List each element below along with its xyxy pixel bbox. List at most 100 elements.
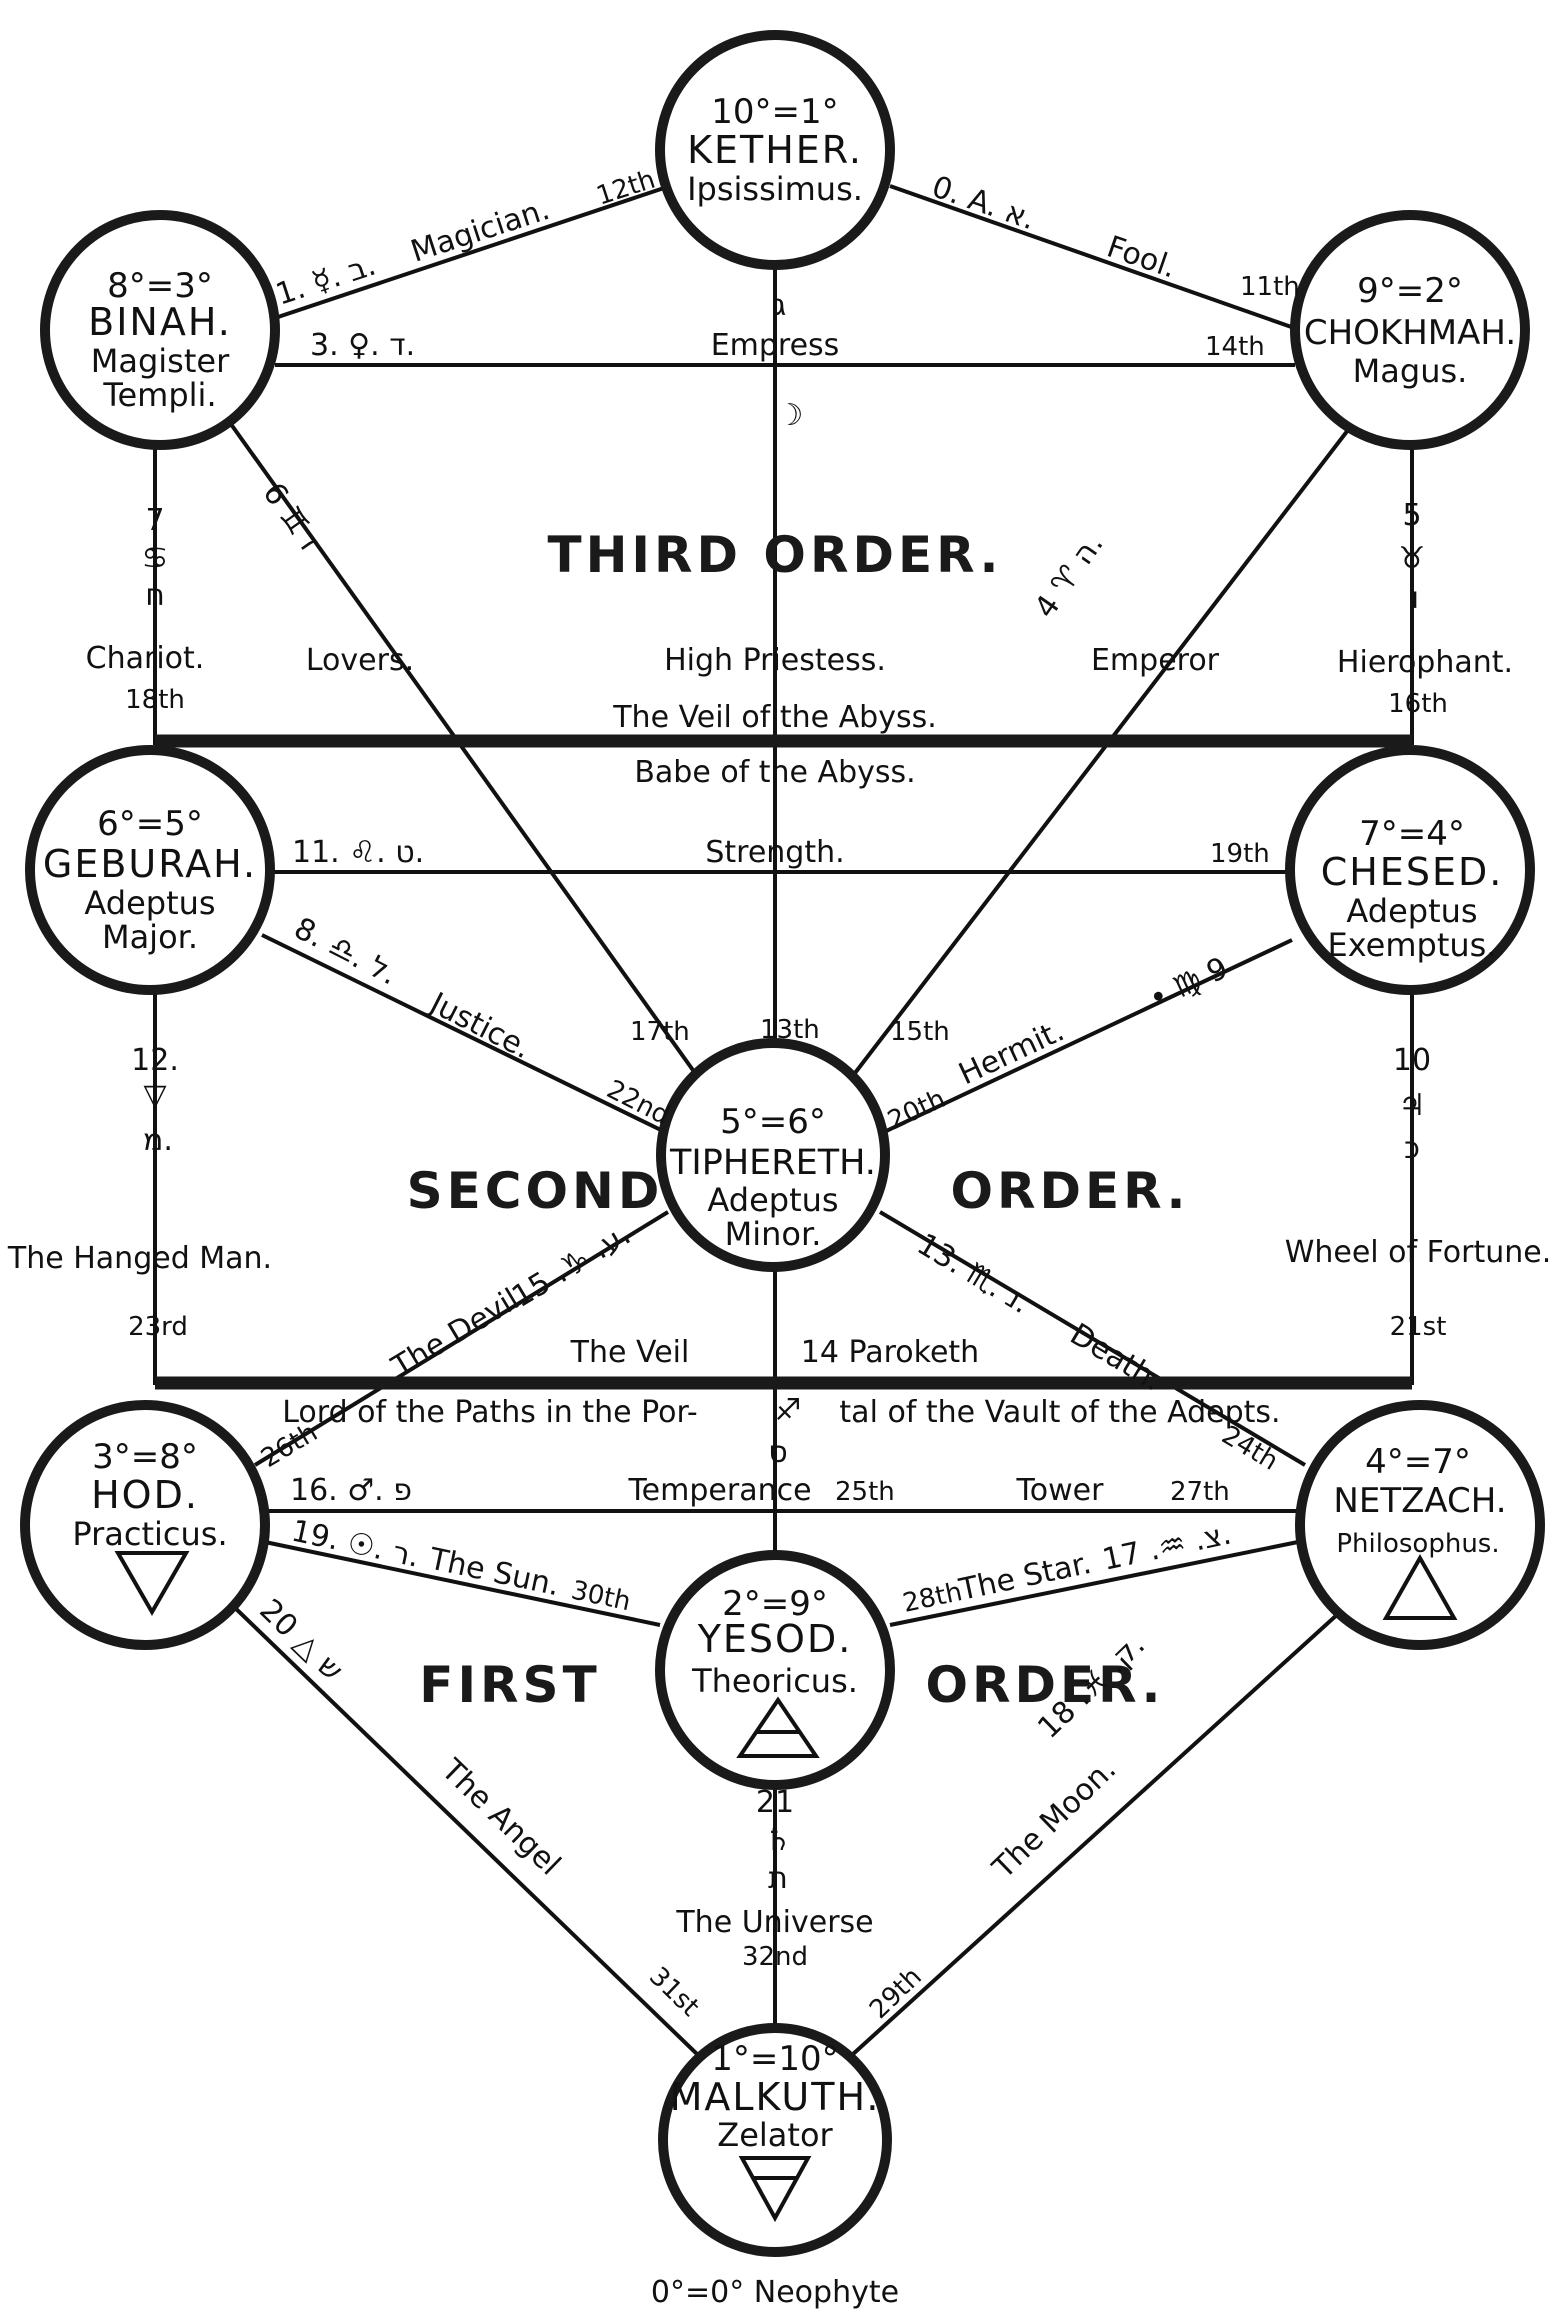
jupiter-icon: ♃ [1399, 1088, 1426, 1123]
netzach-title: Philosophus. [1336, 1529, 1499, 1559]
path-magician [274, 184, 671, 320]
chokhmah-name: CHOKHMAH. [1304, 313, 1516, 353]
devil-card: The Devil. [385, 1277, 533, 1385]
chariot-number: 18th [125, 685, 185, 715]
sephira-tiphereth[interactable]: 5°=6° TIPHERETH. Adeptus Minor. [656, 1038, 890, 1272]
geburah-name: GEBURAH. [43, 842, 257, 886]
saturn-icon: ♄ [765, 1823, 792, 1858]
chokhmah-grade: 9°=2° [1357, 271, 1463, 311]
strength-card: Strength. [705, 835, 844, 870]
sephira-kether[interactable]: 10°=1° KETHER. Ipsissimus. [655, 30, 895, 270]
tiphereth-circle [656, 1038, 890, 1272]
second-order-heading-right: ORDER. [950, 1162, 1189, 1220]
empress-card: Empress [711, 328, 840, 363]
hierophant-card: Hierophant. [1337, 645, 1513, 680]
wheel-glyph-3: כ [1404, 1131, 1420, 1166]
fool-card: Fool. [1102, 229, 1180, 285]
wheel-card: Wheel of Fortune. [1285, 1235, 1552, 1270]
sephira-malkuth[interactable]: 1°=10° MALKUTH. Zelator [658, 2023, 892, 2257]
taurus-icon: ♉ [1399, 541, 1426, 576]
chesed-name: CHESED. [1321, 850, 1504, 894]
malkuth-grade: 1°=10° [711, 2039, 838, 2079]
yesod-name: YESOD. [697, 1617, 853, 1661]
hermit-card: Hermit. [954, 1013, 1070, 1092]
sun-number: 30th [569, 1576, 634, 1618]
kether-circle [655, 30, 895, 270]
path-fool [889, 184, 1301, 332]
chesed-grade: 7°=4° [1359, 814, 1465, 854]
moon-card: The Moon. [986, 1752, 1124, 1887]
malkuth-circle [658, 2023, 892, 2257]
hierophant-glyph-1: 5 [1402, 498, 1421, 533]
sagittarius-icon: ♐ [775, 1393, 802, 1428]
sephira-yesod[interactable]: 2°=9° YESOD. Theoricus. [655, 1550, 895, 1790]
tiphereth-grade: 5°=6° [720, 1102, 826, 1142]
geburah-title-1: Adeptus [84, 884, 215, 922]
emperor-number: 15th [890, 1017, 950, 1047]
tiphereth-name: TIPHERETH. [669, 1143, 876, 1183]
empress-attrib: 3. ♀. ד. [310, 328, 415, 363]
magician-card: Magician. [407, 192, 554, 270]
binah-title-1: Magister [91, 342, 230, 380]
high-priestess-number: 13th [760, 1015, 820, 1045]
high-priestess-card: High Priestess. [664, 643, 886, 678]
third-order-heading: THIRD ORDER. [547, 526, 1002, 584]
veil-abyss-label: The Veil of the Abyss. [612, 700, 937, 735]
universe-card: The Universe [675, 1905, 873, 1940]
veil-label: The Veil [570, 1335, 690, 1370]
netzach-grade: 4°=7° [1365, 1442, 1471, 1482]
hod-name: HOD. [91, 1473, 199, 1517]
hermit-number: 20th [883, 1084, 950, 1136]
first-order-heading-right: ORDER. [925, 1656, 1164, 1714]
wheel-glyph-1: 10 [1393, 1043, 1431, 1078]
paths-layer [153, 184, 1414, 2057]
binah-name: BINAH. [88, 300, 232, 344]
kether-name: KETHER. [687, 128, 863, 172]
chariot-glyph-3: ח [145, 578, 165, 613]
geburah-grade: 6°=5° [97, 804, 203, 844]
hierophant-glyph-3: ו [1411, 581, 1419, 616]
temperance-number: 25th [835, 1477, 895, 1507]
earth-triangle-icon [738, 2156, 812, 2223]
water-triangle-glyph-icon: ▽ [143, 1078, 166, 1113]
chokhmah-circle [1290, 210, 1530, 450]
path-sun [264, 1540, 661, 1627]
hanged-man-card: The Hanged Man. [7, 1241, 272, 1276]
second-order-heading-left: SECOND [407, 1162, 664, 1220]
universe-number: 32nd [742, 1942, 808, 1972]
hod-title: Practicus. [72, 1515, 227, 1553]
lovers-number: 17th [630, 1017, 690, 1047]
sephira-netzach[interactable]: 4°=7° NETZACH. Philosophus. [1295, 1400, 1545, 1650]
path-death [878, 1210, 1307, 1467]
emperor-card: Emperor [1091, 643, 1220, 678]
strength-attrib: 11. ♌. ט. [292, 835, 424, 870]
portal-label-left: Lord of the Paths in the Por- [282, 1395, 698, 1430]
sephira-geburah[interactable]: 6°=5° GEBURAH. Adeptus Major. [25, 745, 275, 995]
path-justice [261, 933, 668, 1135]
hod-circle [20, 1400, 270, 1650]
death-attrib: 13. ♏. נ. [911, 1227, 1036, 1321]
air-triangle-icon [736, 1696, 820, 1758]
path-devil [253, 1210, 670, 1467]
kether-title: Ipsissimus. [687, 170, 863, 208]
sephira-chesed[interactable]: 7°=4° CHESED. Adeptus Exemptus. [1285, 745, 1535, 995]
chesed-title-1: Adeptus [1346, 892, 1477, 930]
tiphereth-title-2: Minor. [725, 1215, 822, 1253]
sephira-chokhmah[interactable]: 9°=2° CHOKHMAH. Magus. [1290, 210, 1530, 450]
cancer-icon: ♋ [142, 541, 169, 576]
chesed-title-2: Exemptus. [1327, 926, 1496, 964]
temperance-glyph-2: ס [768, 1435, 787, 1470]
fire-triangle-icon [1382, 1553, 1458, 1620]
path-angel [228, 1601, 700, 2057]
netzach-name: NETZACH. [1333, 1481, 1506, 1521]
sephira-hod[interactable]: 3°=8° HOD. Practicus. [20, 1400, 270, 1650]
wheel-number: 21st [1390, 1312, 1447, 1342]
malkuth-title: Zelator [717, 2116, 833, 2154]
path-star [889, 1540, 1299, 1627]
yesod-title: Theoricus. [691, 1662, 858, 1700]
sephira-binah[interactable]: 8°=3° BINAH. Magister Templi. [40, 210, 280, 450]
emperor-attrib: ה ♈ 4. [1028, 527, 1111, 624]
yesod-circle [655, 1550, 895, 1790]
tower-attrib: 16. ♂. פ [290, 1473, 412, 1508]
hermit-attrib: • ♍ 9 [1144, 951, 1234, 1018]
